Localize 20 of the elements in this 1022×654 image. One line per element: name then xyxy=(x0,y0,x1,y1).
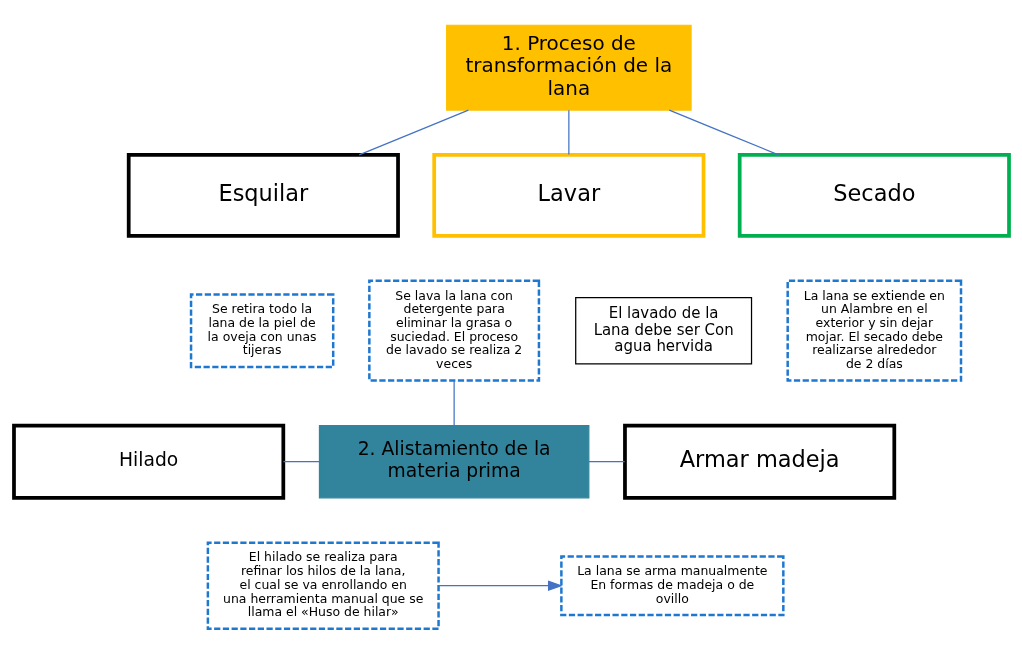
connector xyxy=(282,461,320,463)
node-box: La lana se arma manualmente En formas de madeja o de ovillo xyxy=(559,555,785,617)
node-box: El hilado se realiza para refinar los hilos de la lana, el cual se va enrollando en una herramienta manual que se llama el «Huso de hilar» xyxy=(206,541,440,630)
node-box: Lavar xyxy=(431,153,705,238)
node-box: Esquilar xyxy=(126,153,400,238)
connector xyxy=(567,109,569,156)
node-box: Hilado xyxy=(11,423,285,500)
arrow xyxy=(437,580,563,591)
node-box: Armar madeja xyxy=(622,423,896,500)
node-box: Secado xyxy=(737,153,1011,238)
connector xyxy=(453,380,455,426)
node-box: Se retira todo la lana de la piel de la oveja con unas tijeras xyxy=(189,293,334,369)
node-box: 1. Proceso de transformación de la lana xyxy=(445,24,692,111)
connector xyxy=(587,461,625,463)
node-box: 2. Alistamiento de la materia prima xyxy=(318,424,589,499)
connector xyxy=(668,109,779,156)
connector xyxy=(358,109,469,156)
node-box: Se lava la lana con detergente para eliminar la grasa o suciedad. El proceso de lavado se realiza 2 veces xyxy=(367,279,540,382)
node-box: La lana se extiende en un Alambre en el exterior y sin dejar mojar. El secado debe realizarse alrededor de 2 días xyxy=(785,279,962,382)
node-box: El lavado de la Lana debe ser Con agua hervida xyxy=(574,297,752,365)
